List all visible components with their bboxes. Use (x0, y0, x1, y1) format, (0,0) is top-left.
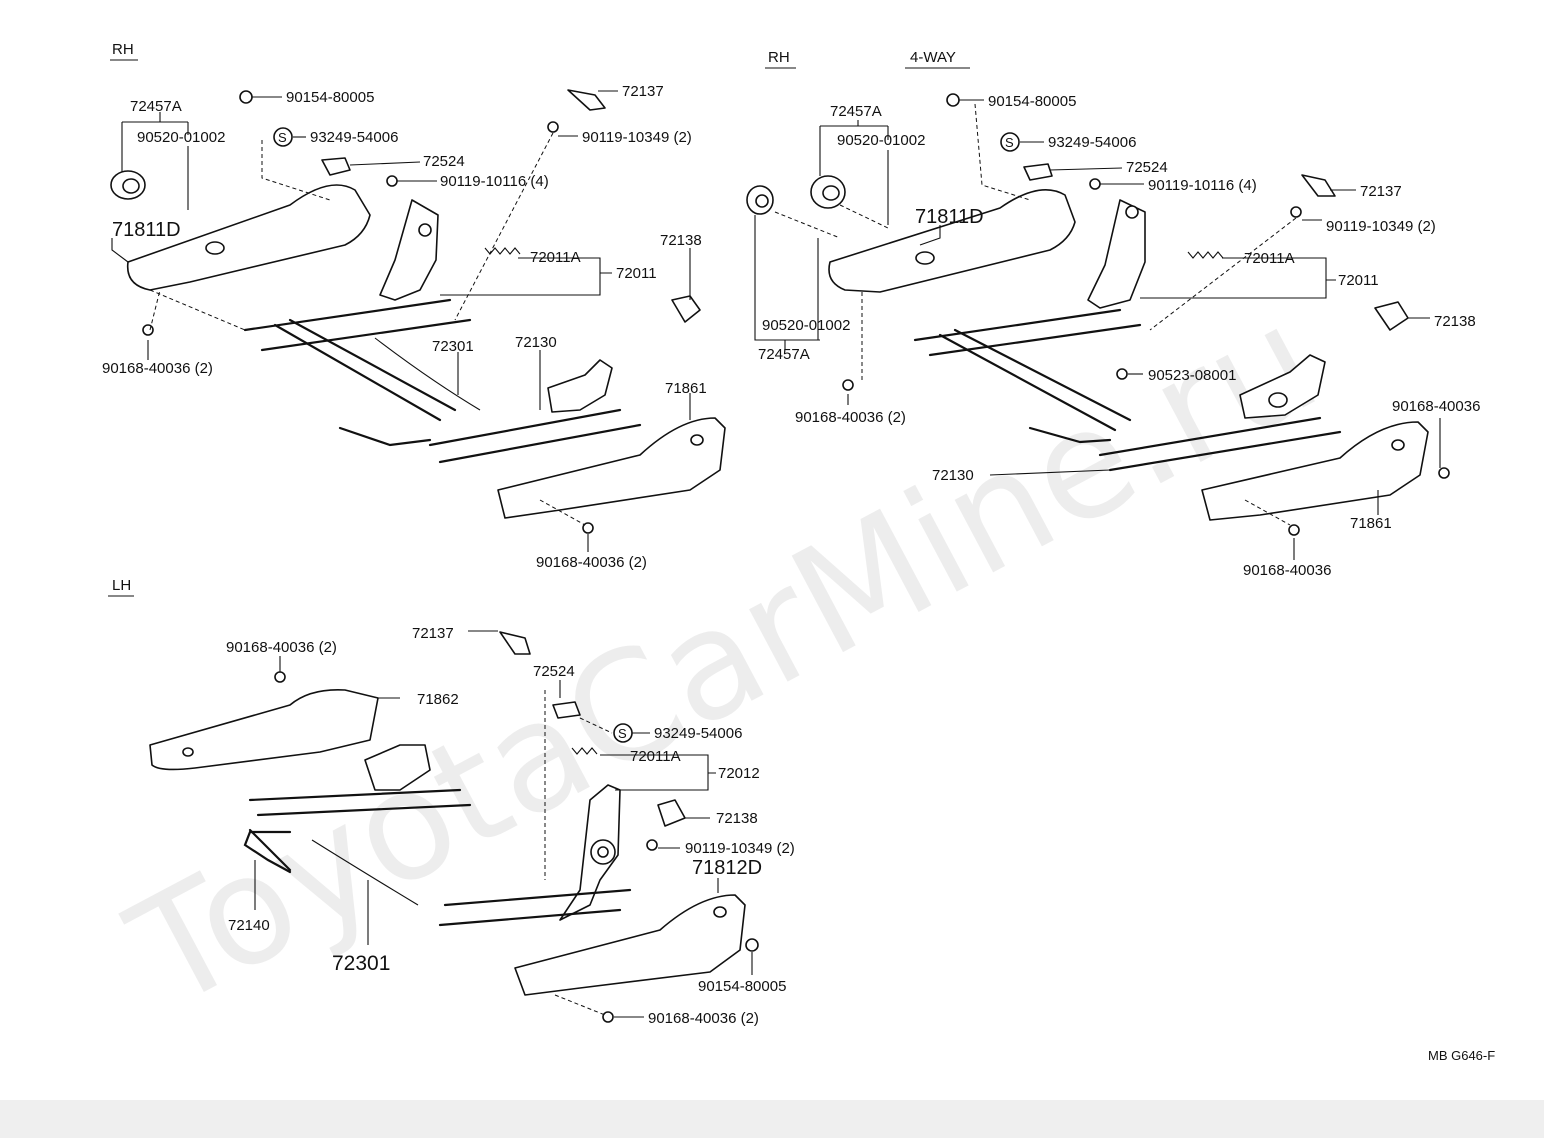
label-90520-01002-4way: 90520-01002 (837, 132, 925, 149)
label-90520-01002: 90520-01002 (137, 129, 225, 146)
assembly-rh: S 72457A 90520-01002 (102, 83, 726, 571)
label-71862: 71862 (417, 691, 459, 708)
label-90168-40036-4way-a: 90168-40036 (2) (795, 409, 906, 426)
recliner-cover-71862 (149, 688, 379, 771)
label-90168-40036-4way-b: 90168-40036 (1392, 398, 1480, 415)
label-71861-4way: 71861 (1350, 515, 1392, 532)
recliner-knob-4way (810, 175, 846, 209)
label-72137: 72137 (622, 83, 664, 100)
section-title-lh: LH (112, 577, 131, 594)
label-72137-4way: 72137 (1360, 183, 1402, 200)
label-72301-lh: 72301 (332, 952, 390, 975)
label-72138-lh: 72138 (716, 810, 758, 827)
label-72457a-4way: 72457A (830, 103, 882, 120)
label-71811d-4way: 71811D (915, 206, 984, 228)
label-72524: 72524 (423, 153, 465, 170)
label-72138: 72138 (660, 232, 702, 249)
label-93249-54006: 93249-54006 (310, 129, 398, 146)
assembly-rh-4way: S 72457A 9 (746, 93, 1480, 579)
recliner-hinge (379, 199, 439, 301)
label-90119-10349-lh: 90119-10349 (2) (685, 840, 795, 857)
adjuster-bracket-72130 (547, 359, 613, 413)
label-72457a-4way-b: 72457A (758, 346, 810, 363)
label-90168-40036-4way-c: 90168-40036 (1243, 562, 1331, 579)
section-rh-4way: RH 4-WAY (765, 49, 970, 69)
footer-band (0, 1100, 1544, 1138)
assembly-lh: S 72137 90168-40036 (2) 71862 72524 9324… (149, 625, 795, 1027)
label-72130-4way: 72130 (932, 467, 974, 484)
label-71811d: 71811D (112, 219, 181, 241)
label-72524-4way: 72524 (1126, 159, 1168, 176)
recliner-cover-4way (828, 188, 1076, 293)
recliner-knob-4way-2 (746, 185, 774, 215)
label-72012: 72012 (718, 765, 760, 782)
label-72011-4way: 72011 (1338, 272, 1379, 289)
section-title-rh-4way: RH (768, 49, 790, 66)
label-90154-80005: 90154-80005 (286, 89, 374, 106)
side-shield-4way (1201, 421, 1429, 521)
section-lh: LH (108, 577, 134, 597)
label-72137-lh: 72137 (412, 625, 454, 642)
label-90523-08001: 90523-08001 (1148, 367, 1236, 384)
svg-text:S: S (618, 726, 627, 741)
label-90520-01002-4way-b: 90520-01002 (762, 317, 850, 334)
label-93249-54006-4way: 93249-54006 (1048, 134, 1136, 151)
recliner-knob (110, 170, 146, 200)
label-90119-10349-4way: 90119-10349 (2) (1326, 218, 1436, 235)
recliner-cover-71811d (126, 184, 371, 291)
label-90168-40036-lh-b: 90168-40036 (2) (648, 1010, 759, 1027)
recliner-hinge-4way (1087, 199, 1146, 309)
label-72011a-lh: 72011A (630, 748, 681, 765)
side-shield-71861 (497, 417, 726, 519)
label-90168-40036-lh-a: 90168-40036 (2) (226, 639, 337, 656)
label-90154-80005-lh: 90154-80005 (698, 978, 786, 995)
side-shield-71812d (514, 894, 746, 996)
label-90168-40036-b: 90168-40036 (2) (536, 554, 647, 571)
section-rh: RH (110, 41, 138, 61)
label-90119-10116-4way: 90119-10116 (4) (1148, 177, 1257, 194)
section-title-rh: RH (112, 41, 134, 58)
label-72301: 72301 (432, 338, 474, 355)
label-90119-10116: 90119-10116 (4) (440, 173, 549, 190)
section-subtitle-4way: 4-WAY (910, 49, 956, 66)
label-72130: 72130 (515, 334, 557, 351)
label-90119-10349: 90119-10349 (2) (582, 129, 692, 146)
label-72011: 72011 (616, 265, 657, 282)
label-72140: 72140 (228, 917, 270, 934)
label-93249-54006-lh: 93249-54006 (654, 725, 742, 742)
label-72524-lh: 72524 (533, 663, 575, 680)
label-90168-40036-a: 90168-40036 (2) (102, 360, 213, 377)
adjuster-bracket-4way (1239, 354, 1326, 419)
label-90154-80005-4way: 90154-80005 (988, 93, 1076, 110)
label-72011a-4way: 72011A (1244, 250, 1295, 267)
label-72011a: 72011A (530, 249, 581, 266)
svg-text:S: S (1005, 135, 1014, 150)
label-72138-4way: 72138 (1434, 313, 1476, 330)
drawing-code: MB G646-F (1428, 1048, 1495, 1063)
svg-text:S: S (278, 130, 287, 145)
parts-diagram: ToyotaCarMine.ru RH RH 4-WAY LH (102, 41, 1495, 1063)
label-71861: 71861 (665, 380, 707, 397)
label-72457a: 72457A (130, 98, 182, 115)
label-71812d: 71812D (692, 857, 762, 879)
